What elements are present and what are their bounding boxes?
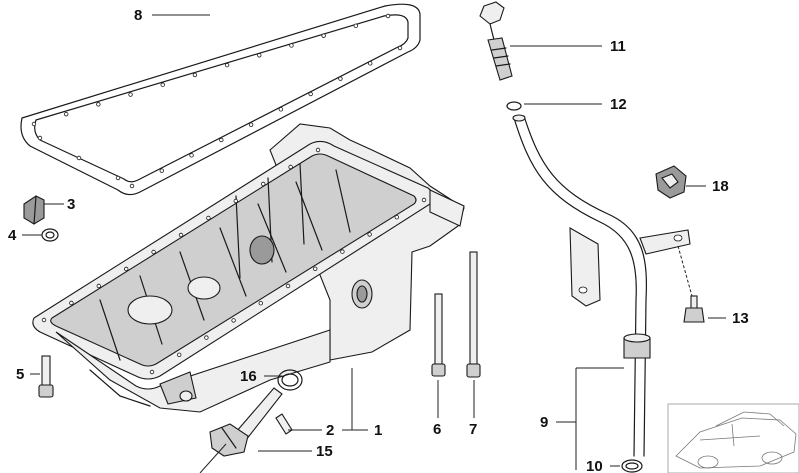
gasket-bolt-hole: [189, 153, 194, 158]
callout-6: 6: [433, 421, 441, 438]
tube-seal-ring: [621, 459, 643, 473]
gasket-bolt-hole: [385, 13, 391, 19]
gasket-bolt-hole: [63, 111, 69, 117]
dipstick-o-ring: [506, 101, 522, 111]
oil-pan: [32, 123, 465, 413]
gasket-bolt-hole: [96, 102, 101, 107]
flange-bolt-hole: [151, 249, 156, 255]
callout-13: 13: [732, 310, 749, 327]
gasket-bolt-hole: [278, 107, 284, 112]
flange-bolt-hole: [204, 335, 209, 340]
o-ring: [277, 369, 303, 391]
gasket-bolt-hole: [129, 183, 135, 189]
gasket-bolt-hole: [224, 62, 230, 68]
flange-bolt-hole: [41, 317, 47, 323]
hex-bolt-short: [38, 355, 54, 398]
flange-bolt-hole: [96, 283, 101, 289]
gasket-bolt-hole: [219, 137, 224, 143]
gasket-bolt-hole: [397, 45, 403, 51]
callout-3: 3: [67, 196, 75, 213]
flange-bolt-hole: [231, 318, 236, 323]
gasket-bolt-hole: [192, 72, 198, 78]
callout-8: 8: [134, 7, 142, 24]
gasket-bolt-hole: [353, 23, 359, 29]
gasket-bolt-hole: [76, 155, 82, 161]
gasket-bolt-hole: [31, 121, 37, 127]
gasket-bolt-hole: [248, 122, 254, 127]
callout-2: 2: [326, 422, 334, 439]
flange-bolt-hole: [176, 352, 182, 357]
gasket-bolt-hole: [289, 43, 294, 48]
screw-plug: [23, 195, 45, 225]
dipstick-handle: [479, 1, 513, 81]
callout-9: 9: [540, 414, 548, 431]
callout-18: 18: [712, 178, 729, 195]
flange-bolt-hole: [206, 215, 211, 221]
callout-7: 7: [469, 421, 477, 438]
gasket-bolt-hole: [37, 135, 43, 141]
flange-bolt-hole: [394, 214, 399, 220]
flange-bolt-hole: [367, 232, 372, 237]
gasket-bolt-hole: [257, 53, 262, 58]
callout-11: 11: [610, 38, 626, 55]
gasket-bolt-hole: [368, 61, 373, 66]
vehicle-locator-thumbnail: [667, 403, 799, 473]
callout-15: 15: [316, 443, 333, 460]
flange-bolt-hole: [421, 197, 427, 203]
flange-bolt-hole: [340, 249, 345, 254]
flange-bolt-hole: [313, 266, 318, 271]
flange-bolt-hole: [258, 301, 263, 306]
flange-bolt-hole: [149, 369, 155, 375]
callout-16: 16: [240, 368, 257, 385]
gasket-bolt-hole: [338, 76, 343, 81]
callout-10: 10: [586, 458, 603, 473]
callout-5: 5: [16, 366, 24, 383]
gasket-bolt-hole: [115, 175, 121, 181]
hex-bolt-longer: [466, 251, 481, 378]
dipstick-guide-tube: [512, 114, 691, 457]
seal-ring: [41, 228, 59, 242]
gasket-bolt-hole: [321, 33, 326, 38]
flange-bolt-hole: [178, 232, 184, 238]
flange-bolt-hole: [285, 283, 291, 289]
suction-pipe: [209, 387, 283, 457]
bracket-bolt: [683, 295, 705, 323]
clip-plug: [655, 165, 687, 199]
flange-bolt-hole: [123, 266, 129, 272]
hex-bolt-long: [431, 293, 446, 377]
dowel-pin: [275, 413, 293, 435]
gasket-bolt-hole: [128, 92, 133, 97]
flange-bolt-hole: [233, 198, 238, 204]
callout-labels: 8 3 4 5 16 2 1 15 6 7 11 12 18 13 9 10: [8, 7, 749, 473]
leader-lines: [22, 14, 726, 473]
callout-4: 4: [8, 227, 17, 244]
callout-1: 1: [374, 422, 382, 439]
gasket-bolt-hole: [160, 82, 165, 87]
gasket-bolt-hole: [159, 168, 164, 173]
callout-12: 12: [610, 96, 627, 113]
flange-bolt-hole: [315, 147, 321, 153]
flange-bolt-hole: [288, 164, 293, 170]
oil-pan-gasket: [20, 3, 421, 196]
flange-bolt-hole: [69, 300, 74, 306]
flange-bolt-hole: [261, 181, 266, 187]
gasket-bolt-hole: [308, 91, 313, 97]
